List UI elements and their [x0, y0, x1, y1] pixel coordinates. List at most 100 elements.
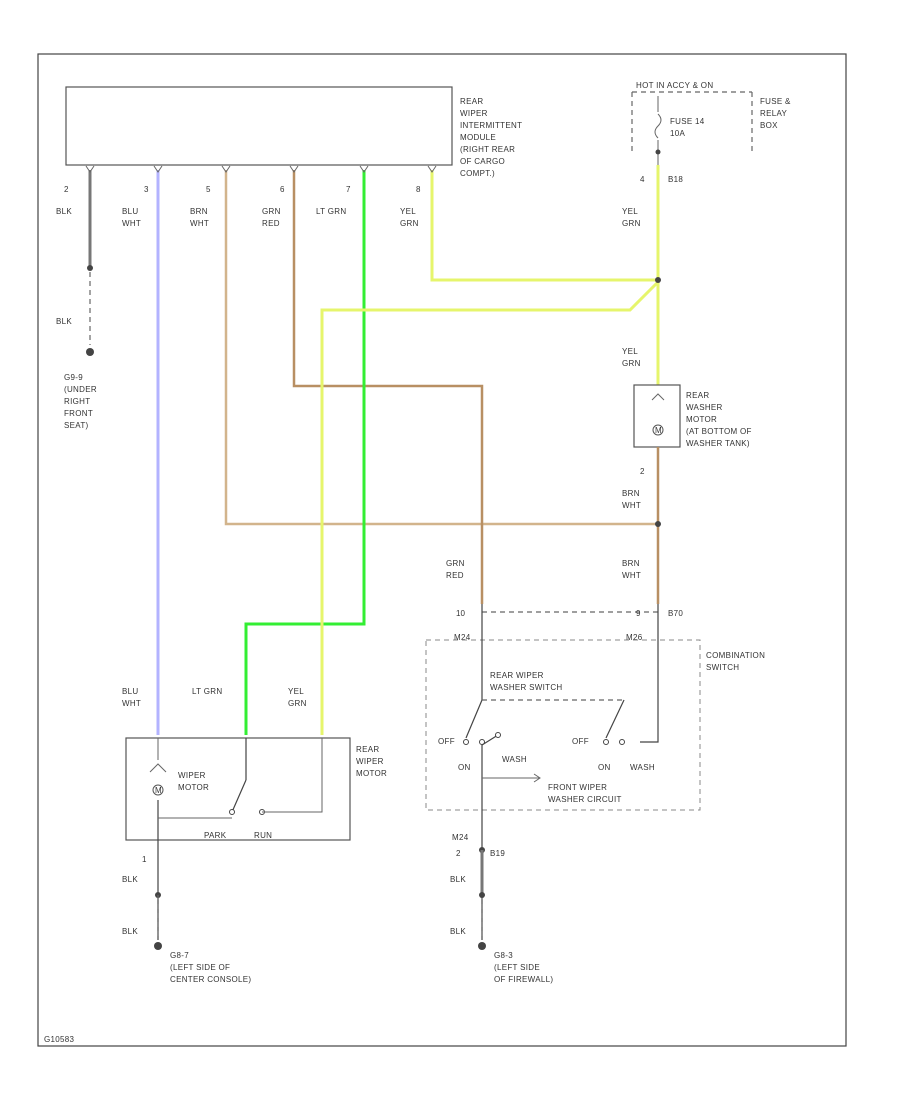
switch-pin-2: 2: [456, 849, 461, 858]
pin-5: 5: [206, 185, 211, 194]
connector-m24: M24: [454, 633, 471, 642]
module-pin-markers: [85, 165, 437, 173]
ground-g7-label-1: G8-7: [170, 951, 189, 960]
wire-label-grn-fuse: GRN: [622, 219, 641, 228]
wire-label-wht-2: WHT: [122, 699, 141, 708]
module-label-5: (RIGHT REAR: [460, 145, 515, 154]
ground-wire-g9: BLK BLK G9-9 (UNDER RIGHT FRONT SEAT): [56, 170, 97, 430]
wire-label-yel-grn: GRN: [400, 219, 419, 228]
washer-motor-m: M: [655, 426, 662, 435]
wire-label-blu-2: BLU: [122, 687, 138, 696]
switch-on-left: ON: [458, 763, 471, 772]
front-wiper-label-1: FRONT WIPER: [548, 783, 607, 792]
module-label-6: OF CARGO: [460, 157, 505, 166]
switch-title-1: REAR WIPER: [490, 671, 544, 680]
connector-m26: M26: [626, 633, 643, 642]
pin-7: 7: [346, 185, 351, 194]
rear-washer-motor: M REAR WASHER MOTOR (AT BOTTOM OF WASHER…: [622, 384, 752, 604]
wiper-motor-m: M: [155, 786, 162, 795]
wire-label-lt-grn: LT GRN: [316, 207, 346, 216]
ground-g9-label-4: FRONT: [64, 409, 93, 418]
washer-pin-2: 2: [640, 467, 645, 476]
washer-motor-label-5: WASHER TANK): [686, 439, 750, 448]
wire-label-blk-1: BLK: [56, 207, 72, 216]
wiper-motor-label-3: MOTOR: [356, 769, 387, 778]
splice-brn: [655, 521, 661, 527]
wiper-motor-inner-2: MOTOR: [178, 783, 209, 792]
wire-blu-wht: BLU WHT BLU WHT: [122, 170, 160, 735]
ground-wire-g7: 1 BLK BLK G8-7 (LEFT SIDE OF CENTER CONS…: [122, 855, 251, 984]
switch-off-right: OFF: [572, 737, 589, 746]
wiper-motor-label-1: REAR: [356, 745, 379, 754]
pin-3: 3: [144, 185, 149, 194]
wire-label-blk-g3-2: BLK: [450, 927, 466, 936]
ground-g9-label-3: RIGHT: [64, 397, 90, 406]
wire-label-blk-2: BLK: [56, 317, 72, 326]
pin-8: 8: [416, 185, 421, 194]
wire-label-blk-g7-1: BLK: [122, 875, 138, 884]
pin-2: 2: [64, 185, 69, 194]
connector-b18: B18: [668, 175, 683, 184]
wire-label-brn-wht: WHT: [190, 219, 209, 228]
ground-g9-label-2: (UNDER: [64, 385, 97, 394]
washer-motor-label-3: MOTOR: [686, 415, 717, 424]
fuse-box-label-1: FUSE &: [760, 97, 791, 106]
wire-label-wht-switch: WHT: [622, 571, 641, 580]
ground-g3-label-1: G8-3: [494, 951, 513, 960]
fuse-name: FUSE 14: [670, 117, 705, 126]
switch-off-left: OFF: [438, 737, 455, 746]
wire-label-yel-motor: YEL: [288, 687, 304, 696]
module-label-1: REAR: [460, 97, 483, 106]
wire-label-wht-washer: WHT: [622, 501, 641, 510]
wire-label-yel: YEL: [400, 207, 416, 216]
wire-label-blk-g3-1: BLK: [450, 875, 466, 884]
diagram-code: G10583: [44, 1035, 75, 1044]
ground-g3-label-2: (LEFT SIDE: [494, 963, 540, 972]
wire-label-yel-washer: YEL: [622, 347, 638, 356]
ground-g3-label-3: OF FIREWALL): [494, 975, 553, 984]
fuse-box-title: HOT IN ACCY & ON: [636, 81, 713, 90]
wire-label-grn-washer: GRN: [622, 359, 641, 368]
switch-pin-9: 9: [636, 609, 641, 618]
switch-on-right: ON: [598, 763, 611, 772]
fuse-box-label-2: RELAY: [760, 109, 788, 118]
connector-m24-b: M24: [452, 833, 469, 842]
wire-label-lt-grn-2: LT GRN: [192, 687, 222, 696]
washer-motor-label-4: (AT BOTTOM OF: [686, 427, 752, 436]
switch-title-2: WASHER SWITCH: [490, 683, 563, 692]
front-wiper-label-2: WASHER CIRCUIT: [548, 795, 622, 804]
washer-motor-label-2: WASHER: [686, 403, 723, 412]
fuse-relay-box: HOT IN ACCY & ON FUSE 14 10A FUSE & RELA…: [631, 81, 791, 184]
wiper-pin-1: 1: [142, 855, 147, 864]
wire-label-grn-motor: GRN: [288, 699, 307, 708]
module-label-3: INTERMITTENT: [460, 121, 522, 130]
wire-label-grn: GRN: [262, 207, 281, 216]
wire-label-blu: BLU: [122, 207, 138, 216]
combination-switch-label-1: COMBINATION: [706, 651, 765, 660]
ground-g9-label-5: SEAT): [64, 421, 89, 430]
ground-wire-g3: M24 2 B19 BLK BLK G8-3 (LEFT SIDE OF FIR…: [450, 833, 553, 984]
module-label-7: COMPT.): [460, 169, 495, 178]
splice-yel: [655, 277, 661, 283]
wire-label-brn-washer: BRN: [622, 489, 640, 498]
wire-label-blk-g7-2: BLK: [122, 927, 138, 936]
fuse-box-label-3: BOX: [760, 121, 778, 130]
fuse-amp: 10A: [670, 129, 685, 138]
wire-lt-grn: LT GRN LT GRN: [192, 170, 366, 735]
module-label-4: MODULE: [460, 133, 496, 142]
wiper-run-label: RUN: [254, 831, 272, 840]
switch-wash-right: WASH: [630, 763, 655, 772]
wire-brn-wht: BRN WHT: [190, 170, 658, 526]
wire-label-wht: WHT: [122, 219, 141, 228]
rear-wiper-motor: M WIPER MOTOR PARK RUN REAR WIPER MOTOR: [125, 737, 387, 940]
ground-g7-label-2: (LEFT SIDE OF: [170, 963, 230, 972]
switch-wash-left: WASH: [502, 755, 527, 764]
rear-wiper-intermittent-module: REAR WIPER INTERMITTENT MODULE (RIGHT RE…: [65, 86, 522, 178]
wire-label-brn-switch: BRN: [622, 559, 640, 568]
fuse-pin-4: 4: [640, 175, 645, 184]
combination-switch: 10 9 B70 M24 M26 COMBINATION SWITCH REAR…: [425, 604, 765, 940]
wiper-motor-inner-1: WIPER: [178, 771, 206, 780]
module-label-2: WIPER: [460, 109, 488, 118]
washer-motor-label-1: REAR: [686, 391, 709, 400]
